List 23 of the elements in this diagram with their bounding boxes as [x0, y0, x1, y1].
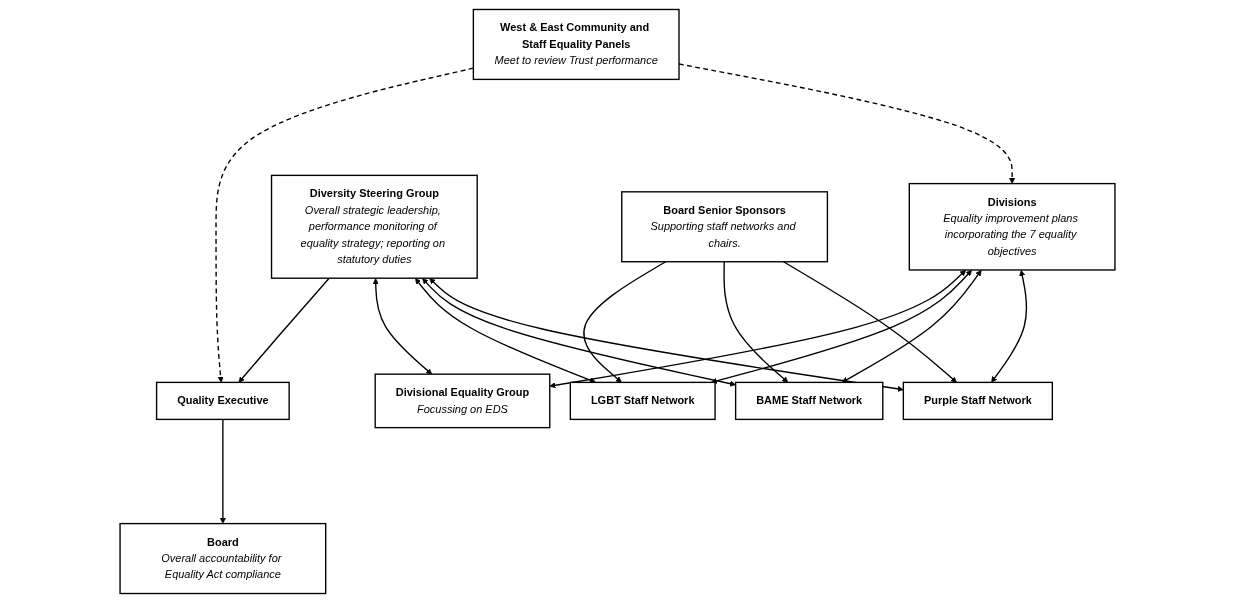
node-box: West & East Community and Staff Equality Panels Meet to review Trust performance: [472, 8, 680, 81]
node-box: LGBT Staff Network: [569, 381, 716, 421]
arrow: [372, 278, 433, 375]
arrow: [429, 278, 904, 392]
arrow: [711, 269, 972, 384]
node-box: Quality Executive: [155, 381, 290, 421]
node-box: Diversity Steering Group Overall strategic leadership, performance monitoring of equality strategy; reporting on statutory duties: [270, 174, 478, 279]
node-box: Board Senior Sponsors Supporting staff networks and chairs.: [621, 191, 829, 263]
arrow: [219, 418, 226, 524]
arrow: [583, 261, 667, 383]
arrow: [422, 278, 736, 387]
arrow: [549, 269, 967, 389]
node-box: BAME Staff Network: [734, 381, 884, 421]
node-box: Divisional Equality Group Focussing on EDS: [374, 373, 551, 429]
arrow: [415, 278, 597, 384]
arrow: [841, 269, 982, 383]
arrow: [991, 269, 1028, 383]
arrow: [238, 277, 330, 383]
node-box: Purple Staff Network: [902, 381, 1054, 421]
arrow: [782, 261, 957, 383]
arrow: [723, 261, 789, 383]
node-box: Divisions Equality improvement plans incorporating the 7 equality objectives: [908, 182, 1116, 271]
node-box: Board Overall accountability for Equality Act compliance: [119, 522, 327, 595]
